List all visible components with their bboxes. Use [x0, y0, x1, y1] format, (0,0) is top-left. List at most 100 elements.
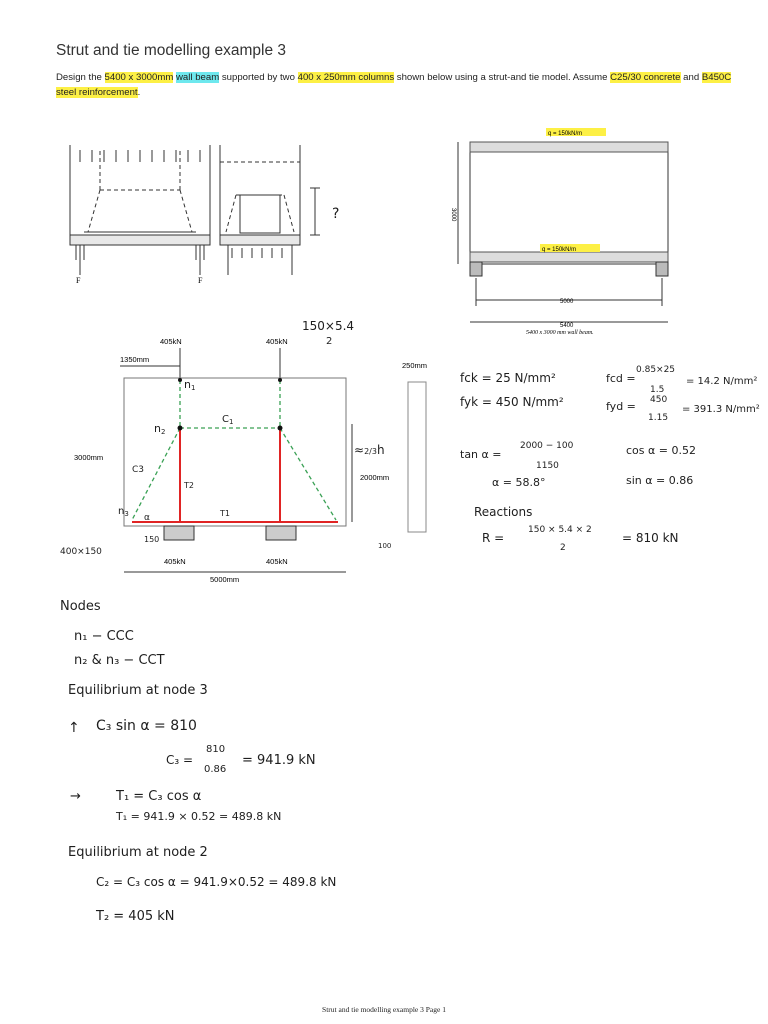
load-bottom-label: q = 150kN/m	[542, 247, 576, 253]
alpha-label: α	[144, 513, 150, 523]
figure-caption: 5400 x 3000 mm wall beam.	[526, 329, 594, 336]
node-2-right	[277, 425, 283, 431]
sin-line: sin α = 0.86	[626, 474, 693, 487]
force-right-label: F	[198, 276, 203, 285]
r-result: = 810 kN	[622, 531, 679, 545]
wall-section	[407, 381, 427, 533]
dim-150-label: 150	[144, 535, 159, 544]
tan-label: tan α =	[460, 448, 502, 461]
load-top-label: q = 150kN/m	[548, 131, 582, 137]
t1-equation: T₁ = C₃ cos α	[115, 789, 201, 804]
fyd-denominator: 1.15	[648, 413, 668, 423]
node-1-left	[178, 378, 182, 382]
node-2-left	[177, 425, 183, 431]
node-n3-label: n3	[118, 506, 129, 518]
sketch-indirect-load	[219, 145, 320, 275]
node-n1-label: n1	[184, 378, 195, 392]
handwritten-working: Nodes n₁ − CCC n₂ & n₃ − CCT Equilibrium…	[60, 599, 336, 924]
left-column	[163, 525, 195, 541]
tension-ties	[132, 428, 338, 523]
highlight-dimensions: 5400 x 3000mm	[104, 72, 174, 83]
reactions-heading: Reactions	[474, 505, 532, 519]
strut-tie-model: 405kN 405kN 1350mm 250mm 3000mm 2000mm n…	[60, 319, 427, 584]
column-size-label: 400×150	[60, 547, 102, 557]
c2-equation: C₂ = C₃ cos α = 941.9×0.52 = 489.8 kN	[96, 875, 336, 889]
height-dim-label: 3000	[450, 208, 456, 222]
length-dim-label: 5400	[560, 323, 574, 329]
wall-outline	[123, 377, 347, 527]
tie-t2-label: T2	[183, 481, 194, 490]
n23-type: n₂ & n₃ − CCT	[74, 653, 165, 668]
highlight-columns: 400 x 250mm columns	[297, 72, 395, 83]
page-footer: Strut and tie modelling example 3 Page 1	[322, 1005, 446, 1014]
top-load-band	[469, 141, 669, 153]
dim-2000-label: 2000mm	[360, 473, 389, 482]
alpha-result: α = 58.8°	[492, 476, 545, 489]
intro-text: Design the	[56, 72, 105, 83]
design-calculations: fck = 25 N/mm² fyk = 450 N/mm² fcd = 0.8…	[460, 365, 760, 552]
t1-result: T₁ = 941.9 × 0.52 = 489.8 kN	[115, 810, 281, 823]
note-top-denominator: 2	[326, 336, 332, 347]
node-1-right	[278, 378, 282, 382]
right-column	[265, 525, 297, 541]
intro-text: .	[137, 87, 141, 98]
cos-line: cos α = 0.52	[626, 444, 696, 457]
left-support	[469, 261, 483, 277]
right-support	[655, 261, 669, 277]
bottom-load-band	[469, 251, 669, 263]
highlight-concrete: C25/30 concrete	[610, 72, 681, 83]
note-top-label: 150×5.4	[302, 319, 354, 333]
c3-numerator: 810	[206, 744, 225, 755]
n1-type: n₁ − CCC	[74, 629, 134, 644]
dim-5000-label: 5000mm	[210, 575, 239, 584]
c3-label: C₃ =	[166, 753, 193, 767]
node-n2-label: n2	[154, 422, 165, 436]
reaction-left-label: 405kN	[164, 557, 186, 566]
strut-c1-label: C1	[222, 414, 233, 426]
r-label: R =	[482, 531, 504, 545]
force-left-label: F	[76, 276, 81, 285]
fyk-line: fyk = 450 N/mm²	[460, 395, 564, 409]
wall-beam-figure: q = 150kN/m q = 150kN/m 3000 5000 5400 5…	[450, 128, 669, 336]
fcd-label: fcd =	[606, 372, 636, 385]
dim-100-label: 100	[378, 542, 391, 550]
fcd-result: = 14.2 N/mm²	[686, 376, 757, 387]
load-left-label: 405kN	[160, 337, 182, 346]
load-label-highlight-top	[546, 128, 606, 136]
tan-numerator: 2000 − 100	[520, 441, 574, 451]
fcd-denominator: 1.5	[650, 385, 664, 395]
intro-text: and	[680, 72, 702, 83]
page-title: Strut and tie modelling example 3	[56, 42, 287, 59]
load-right-label: 405kN	[266, 337, 288, 346]
c3sin-line: C₃ sin α = 810	[96, 718, 197, 734]
fck-line: fck = 25 N/mm²	[460, 371, 556, 385]
dim-3000-label: 3000mm	[74, 453, 103, 462]
eq-node3-heading: Equilibrium at node 3	[68, 683, 208, 698]
problem-statement: Design the 5400 x 3000mm wall beam suppo…	[56, 70, 746, 100]
fcd-numerator: 0.85×25	[636, 365, 675, 375]
t2-equation: T₂ = 405 kN	[95, 909, 175, 924]
reaction-right-label: 405kN	[266, 557, 288, 566]
span-dim-label: 5000	[560, 299, 574, 305]
sketch-direct-load	[69, 145, 211, 275]
intro-text: supported by two	[219, 72, 298, 83]
tan-denominator: 1150	[536, 461, 559, 471]
r-denominator: 2	[560, 543, 566, 552]
r-numerator: 150 × 5.4 × 2	[528, 525, 592, 535]
tie-t1-label: T1	[219, 509, 230, 518]
right-arrow: →	[70, 789, 81, 804]
fyd-result: = 391.3 N/mm²	[682, 404, 760, 415]
c3-result: = 941.9 kN	[242, 753, 316, 768]
load-label-highlight-bottom	[540, 244, 600, 252]
c3-denominator: 0.86	[204, 764, 226, 775]
dim-1350-label: 1350mm	[120, 355, 149, 364]
compression-struts	[131, 380, 337, 521]
up-arrow: ↑	[68, 720, 80, 736]
nodes-heading: Nodes	[60, 599, 101, 614]
strut-c3-label: C3	[132, 465, 144, 475]
eq-node2-heading: Equilibrium at node 2	[68, 845, 208, 860]
dim-250-label: 250mm	[402, 361, 427, 370]
fyd-numerator: 450	[650, 395, 667, 405]
fyd-label: fyd =	[606, 400, 636, 413]
intro-text: shown below using a strut-and tie model.…	[394, 72, 611, 83]
